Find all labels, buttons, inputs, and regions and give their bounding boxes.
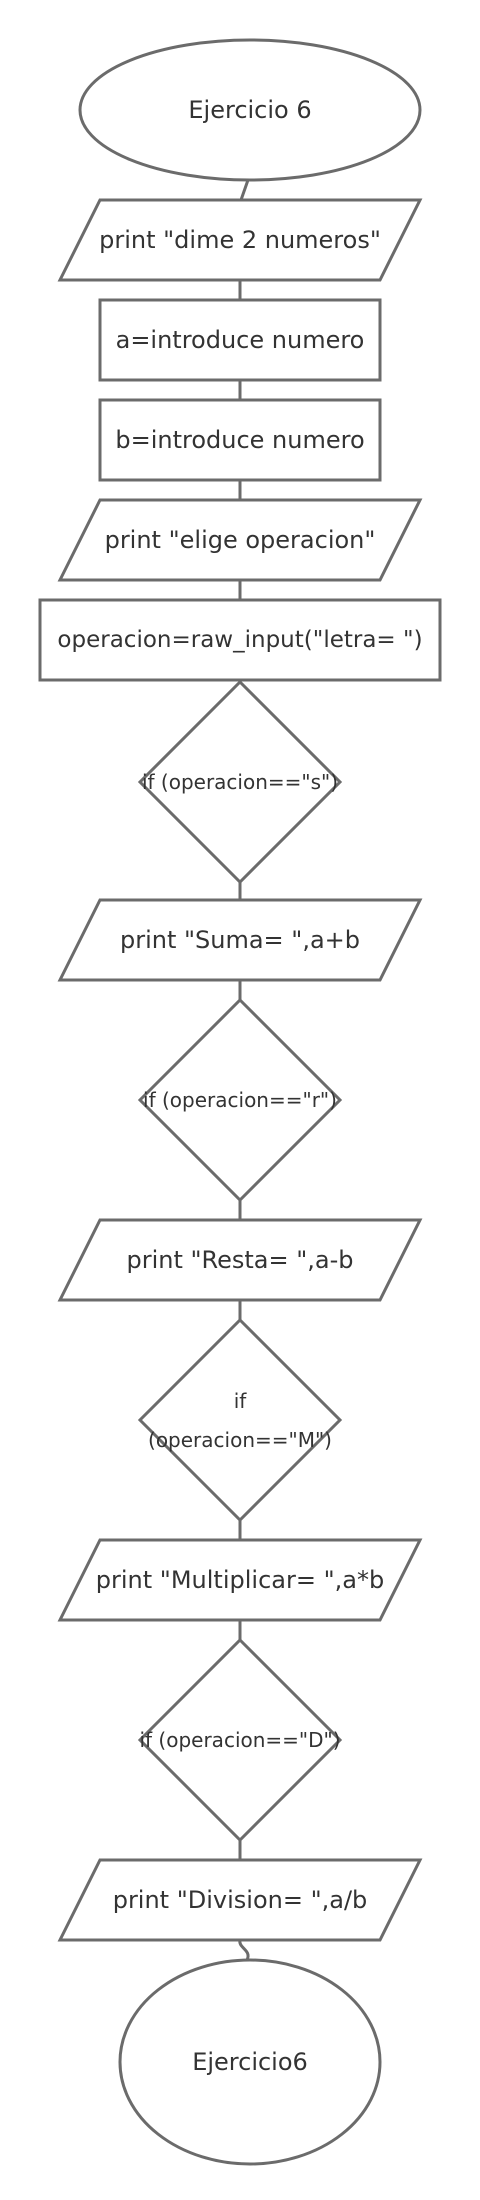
- process-label: operacion=raw_input("letra= "): [57, 627, 422, 653]
- decision-diamond: [137, 997, 343, 1203]
- io-parallelogram: [57, 498, 423, 582]
- io-parallelogram: [57, 898, 423, 982]
- io-parallelogram: [57, 198, 423, 282]
- start-ellipse: [78, 38, 422, 182]
- io-label: print "dime 2 numeros": [99, 226, 381, 254]
- process-label: b=introduce numero: [115, 426, 364, 454]
- io-print-suma: print "Suma= ",a+b: [57, 898, 423, 982]
- io-print-elige: print "elige operacion": [57, 498, 423, 582]
- io-parallelogram: [57, 1538, 423, 1622]
- io-parallelogram: [57, 1218, 423, 1302]
- start-label: Ejercicio 6: [188, 96, 311, 124]
- process-rect: [98, 398, 382, 482]
- io-label: print "elige operacion": [105, 526, 376, 554]
- process-assign-operacion: operacion=raw_input("letra= "): [38, 598, 442, 682]
- io-label: print "Multiplicar= ",a*b: [96, 1566, 384, 1594]
- io-print-resta: print "Resta= ",a-b: [57, 1218, 423, 1302]
- io-print-dime: print "dime 2 numeros": [57, 198, 423, 282]
- start-terminator: Ejercicio 6: [78, 38, 422, 182]
- process-rect: [38, 598, 442, 682]
- io-print-multiplicar: print "Multiplicar= ",a*b: [57, 1538, 423, 1622]
- io-label: print "Suma= ",a+b: [120, 926, 360, 954]
- decision-label: if (operacion=="s"): [142, 770, 338, 794]
- io-label: print "Resta= ",a-b: [126, 1246, 353, 1274]
- process-rect: [98, 298, 382, 382]
- process-label: a=introduce numero: [116, 326, 365, 354]
- end-ellipse: [118, 1958, 382, 2166]
- end-label: Ejercicio6: [192, 2048, 308, 2076]
- decision-if-r: if (operacion=="r"): [137, 997, 343, 1203]
- io-label: print "Division= ",a/b: [113, 1886, 368, 1914]
- decision-if-s: if (operacion=="s"): [137, 679, 343, 885]
- decision-if-d: if (operacion=="D"): [137, 1637, 343, 1843]
- decision-label: if (operacion=="r"): [143, 1088, 337, 1112]
- decision-diamond: [137, 1317, 343, 1523]
- decision-label-line1: if: [234, 1389, 248, 1413]
- end-terminator: Ejercicio6: [118, 1958, 382, 2166]
- process-assign-b: b=introduce numero: [98, 398, 382, 482]
- decision-label-line2: (operacion=="M"): [148, 1428, 332, 1452]
- decision-label: if (operacion=="D"): [139, 1728, 340, 1752]
- decision-diamond: [137, 1637, 343, 1843]
- decision-if-m: if (operacion=="M"): [137, 1317, 343, 1523]
- connector-start-to-print: [239, 179, 250, 201]
- decision-diamond: [137, 679, 343, 885]
- io-parallelogram: [57, 1858, 423, 1942]
- io-print-division: print "Division= ",a/b: [57, 1858, 423, 1942]
- process-assign-a: a=introduce numero: [98, 298, 382, 382]
- connector-print-to-end: [238, 1939, 250, 1961]
